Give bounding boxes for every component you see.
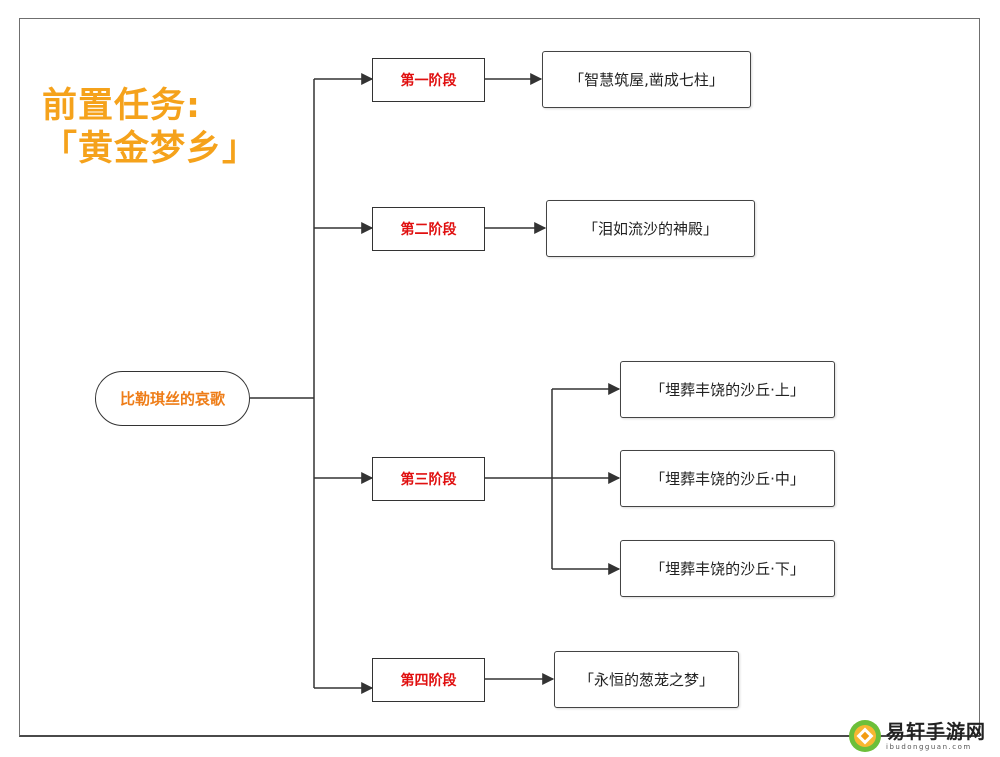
stage-2-node: 第二阶段 — [372, 207, 485, 251]
quest-node-stage-3-middle: 「埋葬丰饶的沙丘·中」 — [620, 450, 835, 507]
prerequisite-title: 前置任务: 「黄金梦乡」 — [42, 85, 258, 171]
quest-node-stage-4: 「永恒的葱茏之梦」 — [554, 651, 739, 708]
diagram-frame — [19, 18, 980, 737]
watermark: 易轩手游网 ibudongguan.com — [848, 716, 998, 756]
prerequisite-line-2: 「黄金梦乡」 — [42, 129, 259, 169]
quest-node-stage-1: 「智慧筑屋,凿成七柱」 — [542, 51, 751, 108]
quest-node-stage-3-bottom: 「埋葬丰饶的沙丘·下」 — [620, 540, 835, 597]
watermark-site-name: 易轩手游网 — [886, 720, 987, 743]
stage-4-node: 第四阶段 — [372, 658, 485, 702]
quest-node-stage-3-top: 「埋葬丰饶的沙丘·上」 — [620, 361, 835, 418]
stage-1-node: 第一阶段 — [372, 58, 485, 102]
watermark-url: ibudongguan.com — [886, 742, 972, 751]
prerequisite-line-1: 前置任务: — [42, 86, 201, 126]
quest-node-stage-2: 「泪如流沙的神殿」 — [546, 200, 755, 257]
watermark-logo-icon — [849, 720, 881, 752]
stage-3-node: 第三阶段 — [372, 457, 485, 501]
root-node: 比勒琪丝的哀歌 — [95, 371, 250, 426]
